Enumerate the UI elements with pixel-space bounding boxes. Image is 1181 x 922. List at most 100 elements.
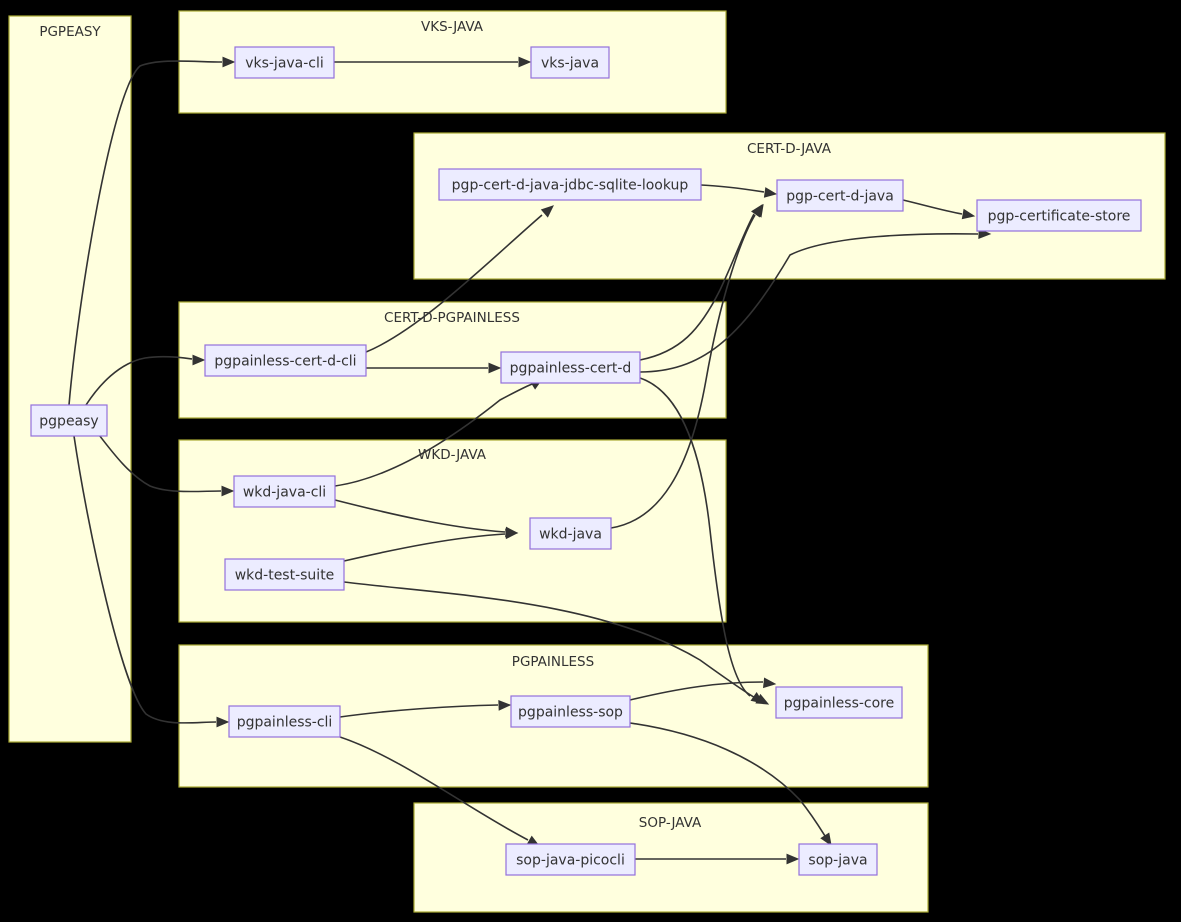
node-label-wkd-java-cli: wkd-java-cli [243,485,326,501]
arrowhead-icon [763,677,777,689]
edge-line [629,722,826,837]
node-box-wkd-java[interactable] [529,517,612,550]
edge-line [639,213,755,361]
node-box-pgpainless-cert-d[interactable] [500,351,641,384]
edge-pgpeasy-to-pgpainless-cli [73,435,230,728]
node-label-sop-java-picocli: sop-java-picocli [516,853,625,869]
node-pgp-cert-d-java-jdbc-sqlite-lookup[interactable]: pgp-cert-d-java-jdbc-sqlite-lookup [438,168,702,201]
edge-pgpainless-sop-to-pgpainless-core [629,677,777,701]
node-pgpainless-cert-d-cli[interactable]: pgpainless-cert-d-cli [204,344,367,377]
node-box-pgpainless-cli[interactable] [228,705,341,738]
arrowhead-icon [540,205,554,218]
arrowhead-icon [763,187,778,198]
node-box-pgpainless-cert-d-cli[interactable] [204,344,367,377]
node-pgp-certificate-store[interactable]: pgp-certificate-store [976,199,1142,232]
cluster-box-wkd_java [178,439,727,623]
node-label-wkd-java: wkd-java [539,527,602,543]
cluster-pgpeasy: PGPEASY [8,15,132,743]
edge-pgpeasy-to-vks-java-cli [68,56,236,406]
edge-pgpainless-sop-to-sop-java [629,722,832,847]
edge-line [334,499,506,533]
edge-line [85,355,193,406]
node-label-vks-java-cli: vks-java-cli [245,56,324,72]
edge-line [334,383,533,487]
node-box-wkd-java-cli[interactable] [233,475,336,508]
edge-line [639,377,751,697]
edge-pgp-cert-d-java-to-pgp-certificate-store [902,199,976,220]
edge-line [339,704,499,718]
arrowhead-icon [755,693,770,705]
node-box-sop-java-picocli[interactable] [505,843,636,876]
node-vks-java-cli[interactable]: vks-java-cli [234,46,335,79]
node-pgpainless-sop[interactable]: pgpainless-sop [510,695,631,728]
edge-pgp-cert-d-java-jdbc-sqlite-lookup-to-pgp-cert-d-java [700,184,778,198]
cluster-label-pgpeasy: PGPEASY [39,24,101,40]
cluster-label-sop_java: SOP-JAVA [639,815,702,831]
node-label-pgp-cert-d-java-jdbc-sqlite-lookup: pgp-cert-d-java-jdbc-sqlite-lookup [452,178,689,194]
edge-line [87,420,222,493]
node-box-pgp-cert-d-java[interactable] [776,179,904,212]
edge-line [629,681,764,701]
arrowhead-icon [518,56,532,68]
node-pgpainless-cert-d[interactable]: pgpainless-cert-d [500,351,641,384]
cluster-label-cert_d_pgpainless: CERT-D-PGPAINLESS [384,310,520,326]
arrowhead-icon [222,56,236,68]
node-wkd-java[interactable]: wkd-java [529,517,612,550]
node-label-pgpainless-core: pgpainless-core [784,696,894,712]
node-label-vks-java: vks-java [541,56,599,72]
node-box-vks-java[interactable] [530,46,610,79]
edge-line [343,533,506,562]
node-sop-java[interactable]: sop-java [798,843,878,876]
node-box-pgpainless-sop[interactable] [510,695,631,728]
nodes-layer: pgpeasy vks-java-cli vks-java pgp-cert-d-ja… [30,46,1142,876]
arrowhead-icon [752,203,764,218]
node-label-pgpainless-sop: pgpainless-sop [518,705,623,721]
arrowhead-icon [192,354,206,366]
edge-line [73,435,217,724]
edge-pgpainless-cert-d-cli-to-pgpainless-cert-d [366,362,502,374]
arrowhead-icon [221,485,235,497]
node-pgp-cert-d-java[interactable]: pgp-cert-d-java [776,179,904,212]
node-vks-java[interactable]: vks-java [530,46,610,79]
node-label-pgpainless-cli: pgpainless-cli [237,715,333,731]
edge-vks-java-cli-to-vks-java [334,56,532,68]
node-label-wkd-test-suite: wkd-test-suite [235,568,335,584]
node-pgpainless-cli[interactable]: pgpainless-cli [228,705,341,738]
node-box-wkd-test-suite[interactable] [224,558,345,591]
edge-pgpeasy-to-pgpainless-cert-d-cli [85,354,206,406]
node-box-pgpeasy[interactable] [30,404,108,437]
node-label-pgp-cert-d-java: pgp-cert-d-java [786,189,894,205]
node-box-pgp-certificate-store[interactable] [976,199,1142,232]
clusters-layer: PGPEASY VKS-JAVA CERT-D-JAVA CERT-D-PGPAINL… [8,10,1166,913]
edge-line [639,232,979,373]
node-pgpainless-core[interactable]: pgpainless-core [775,686,903,719]
edge-line [902,199,963,215]
cluster-label-vks_java: VKS-JAVA [421,19,484,35]
edge-line [610,214,756,529]
edge-wkd-test-suite-to-wkd-java [343,528,519,562]
node-pgpeasy[interactable]: pgpeasy [30,404,108,437]
edge-pgpeasy-to-wkd-java-cli [87,420,235,497]
node-label-sop-java: sop-java [808,853,867,869]
cluster-label-pgpainless: PGPAINLESS [512,654,594,670]
cluster-label-cert_d_java: CERT-D-JAVA [747,141,832,157]
node-box-pgp-cert-d-java-jdbc-sqlite-lookup[interactable] [438,168,702,201]
node-wkd-test-suite[interactable]: wkd-test-suite [224,558,345,591]
edge-sop-java-picocli-to-sop-java [635,853,800,865]
cluster-box-pgpeasy [8,15,132,743]
edges-layer [68,56,992,865]
node-sop-java-picocli[interactable]: sop-java-picocli [505,843,636,876]
node-wkd-java-cli[interactable]: wkd-java-cli [233,475,336,508]
arrowhead-icon [498,700,512,711]
node-label-pgpainless-cert-d: pgpainless-cert-d [510,361,632,377]
node-label-pgp-certificate-store: pgp-certificate-store [988,209,1131,225]
edge-wkd-java-to-pgp-cert-d-java [610,203,764,529]
arrowhead-icon [820,832,832,847]
node-box-vks-java-cli[interactable] [234,46,335,79]
node-box-pgpainless-core[interactable] [775,686,903,719]
node-label-pgpainless-cert-d-cli: pgpainless-cert-d-cli [214,354,356,370]
arrowhead-icon [786,853,800,865]
node-label-pgpeasy: pgpeasy [39,414,98,430]
node-box-sop-java[interactable] [798,843,878,876]
